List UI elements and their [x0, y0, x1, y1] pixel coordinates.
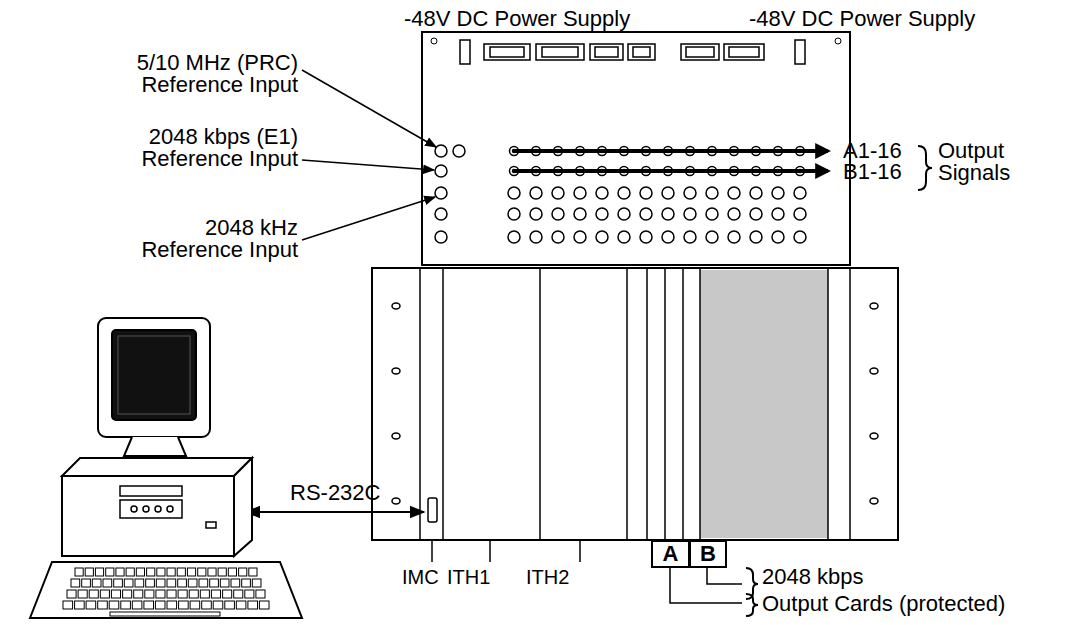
card-type-label: 2048 kbps [762, 566, 864, 588]
signal-name: B1-16 [843, 161, 902, 183]
reference-input-label: 2048 kbps (E1) Reference Input [118, 126, 298, 170]
card-name: ITH2 [526, 566, 569, 588]
card-letter: A [663, 543, 679, 565]
card-name: IMC [402, 566, 439, 588]
reference-input-label: 5/10 MHz (PRC) Reference Input [118, 52, 298, 96]
supply-label: -48V DC Power Supply [749, 8, 975, 30]
group-label: Output Signals [938, 140, 1030, 184]
card-letter: B [700, 543, 716, 565]
supply-label: -48V DC Power Supply [404, 8, 630, 30]
signal-name: A1-16 [843, 140, 902, 162]
output-card-box: B [689, 540, 727, 568]
output-card-box: A [651, 540, 690, 568]
card-name: ITH1 [447, 566, 490, 588]
card-type-label: Output Cards (protected) [762, 593, 1005, 615]
reference-input-label: 2048 kHz Reference Input [118, 217, 298, 261]
interface-label: RS-232C [290, 482, 380, 504]
